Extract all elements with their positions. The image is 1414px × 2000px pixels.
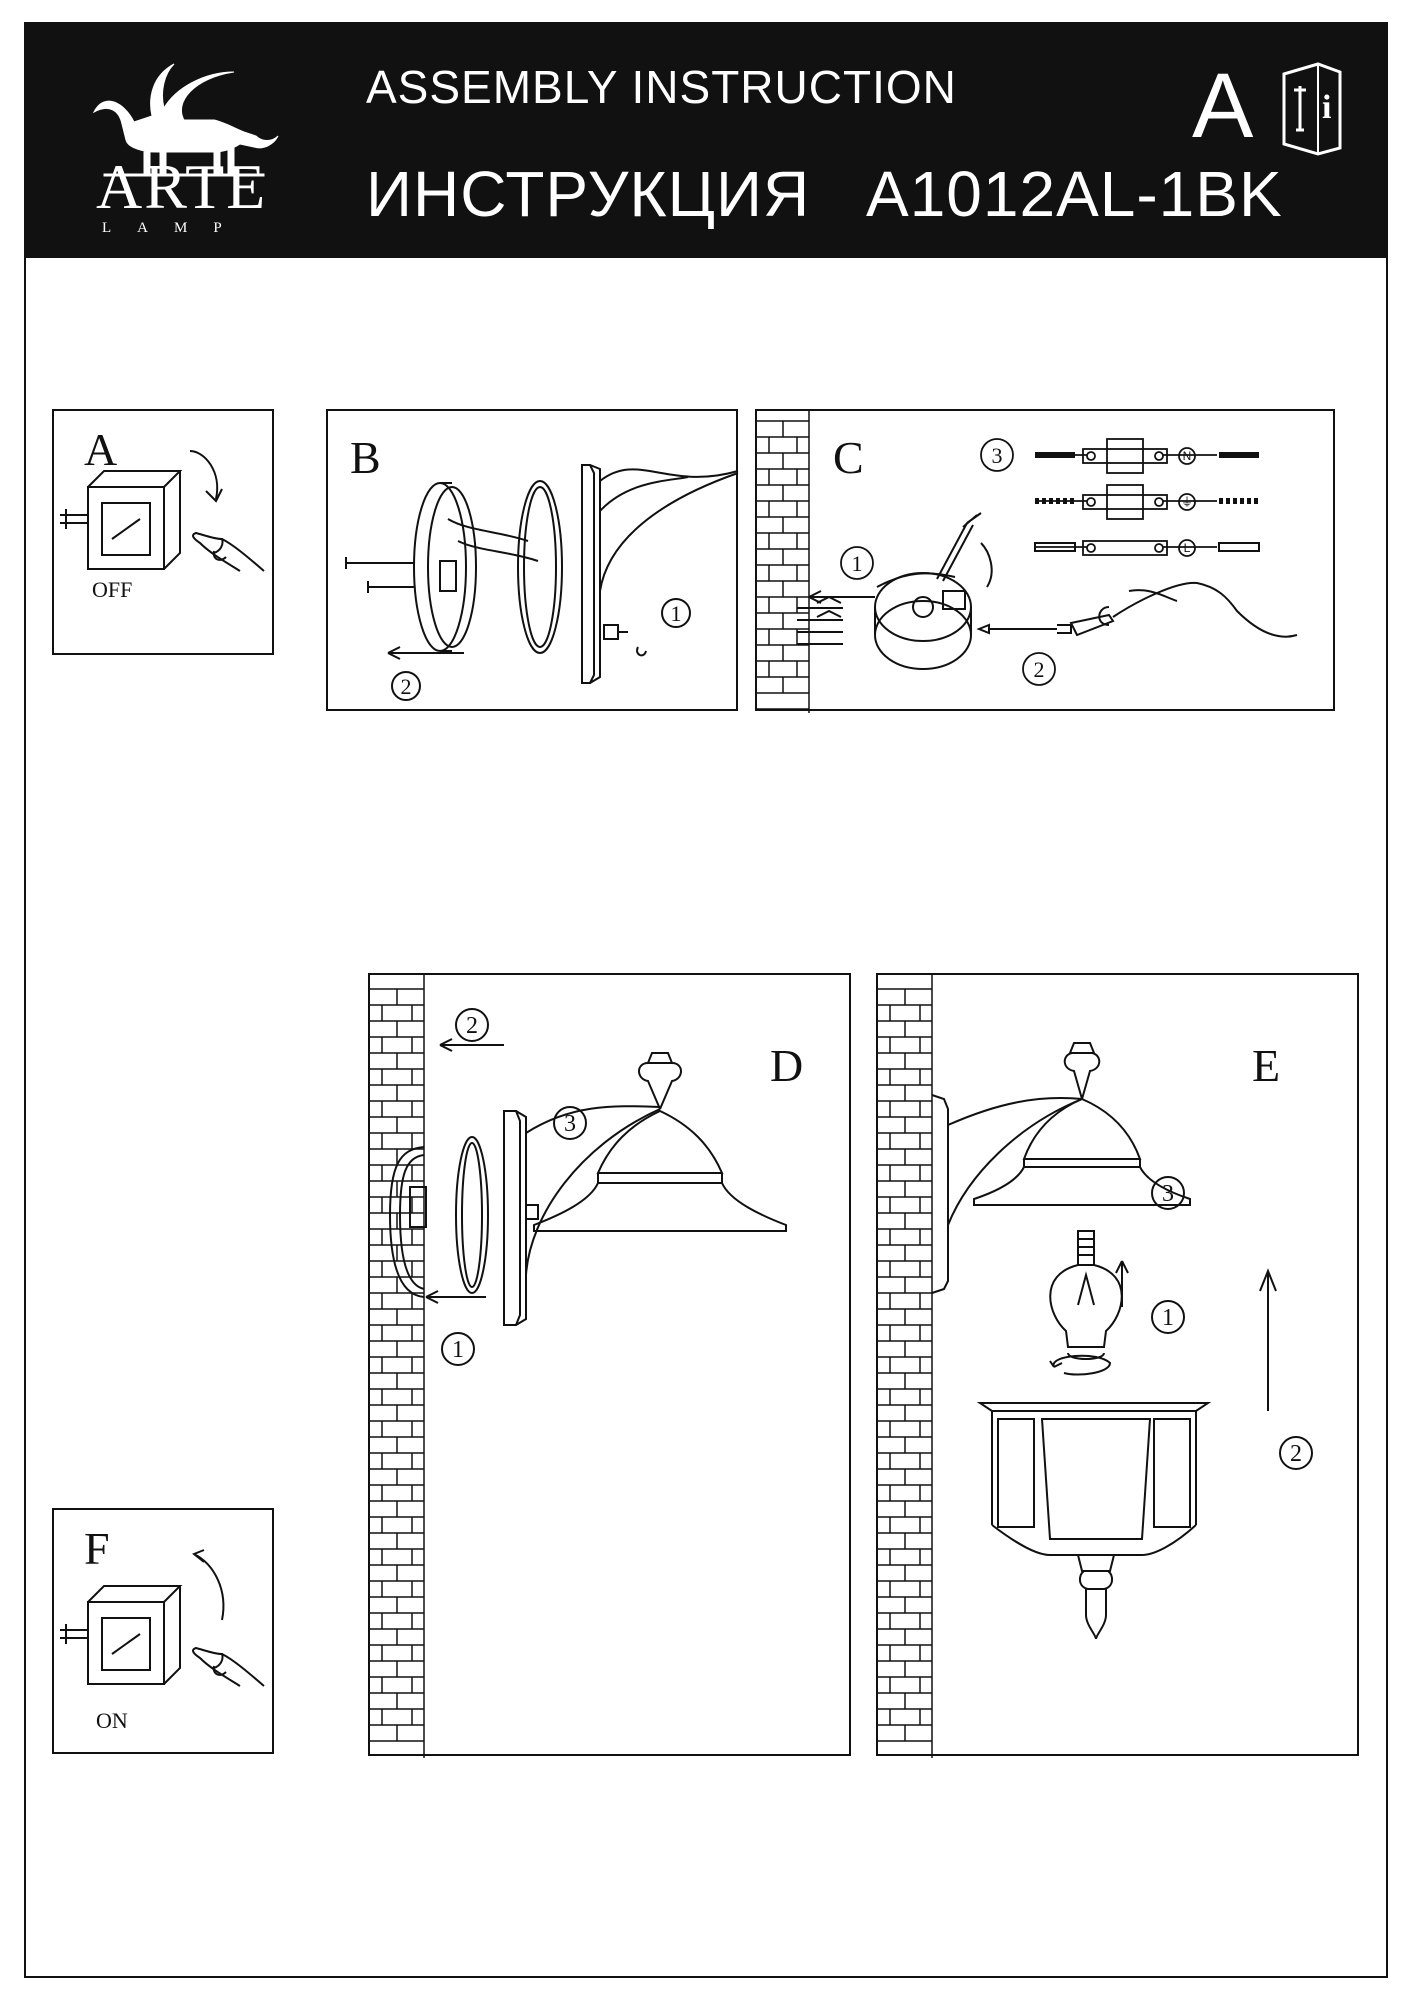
terminal-label: ⏚ xyxy=(1181,495,1193,509)
title-russian: ИНСТРУКЦИЯ xyxy=(366,158,811,230)
panel-e-install-bulb: 3 1 2 E xyxy=(876,973,1359,1758)
wall-switch-icon xyxy=(60,450,265,572)
svg-text:i: i xyxy=(1322,89,1331,126)
griffin-logo-icon xyxy=(92,63,279,177)
terminal-label: L xyxy=(1184,541,1191,555)
step-number: 2 xyxy=(1290,1441,1302,1467)
step-number: 3 xyxy=(564,1111,576,1137)
panel-b-remove-fixture: B 1 2 xyxy=(326,409,739,711)
step-number: 1 xyxy=(452,1337,464,1363)
panel-label: A xyxy=(84,424,118,475)
panel-c-wiring: C xyxy=(755,409,1335,713)
brick-wall xyxy=(757,411,810,713)
step-number: 2 xyxy=(466,1013,478,1039)
panel-d-mount-fixture: 2 3 1 D xyxy=(368,973,851,1758)
step-number: 2 xyxy=(1034,657,1045,682)
model-number: A1012AL-1BK xyxy=(866,158,1283,230)
brand-name: ARTE xyxy=(96,151,268,222)
step-number: 1 xyxy=(671,601,682,626)
panel-label: B xyxy=(350,432,381,483)
panel-e-diagram: 3 1 2 xyxy=(878,975,1313,1758)
brand-subtitle: LAMP xyxy=(102,220,248,236)
header-bar: ARTE LAMP ASSEMBLY INSTRUCTION ИНСТРУКЦИ… xyxy=(24,22,1388,258)
panel-label: D xyxy=(770,1040,804,1091)
switch-state-label: ON xyxy=(96,1708,128,1733)
step-number: 1 xyxy=(852,551,863,576)
panel-a-switch-off: A OFF xyxy=(52,409,274,655)
panel-label: C xyxy=(833,432,864,483)
panel-c-diagram: 1 2 3 N ⏚ L xyxy=(797,438,1298,686)
wall-switch-icon xyxy=(60,1549,265,1687)
step-number: 3 xyxy=(992,443,1003,468)
switch-state-label: OFF xyxy=(92,577,133,602)
title-english: ASSEMBLY INSTRUCTION xyxy=(366,61,957,113)
step-number: 3 xyxy=(1162,1181,1174,1207)
panel-d-diagram: 2 3 1 xyxy=(370,975,787,1758)
panel-b-diagram: 1 2 xyxy=(345,464,739,701)
panel-label: F xyxy=(84,1523,110,1574)
manual-info-icon: i xyxy=(1282,62,1342,156)
language-letter: A xyxy=(1192,55,1254,157)
step-number: 2 xyxy=(401,674,412,699)
panel-label: E xyxy=(1252,1040,1281,1091)
step-number: 1 xyxy=(1162,1305,1174,1331)
panel-f-switch-on: F ON xyxy=(52,1508,274,1754)
terminal-label: N xyxy=(1183,449,1192,463)
